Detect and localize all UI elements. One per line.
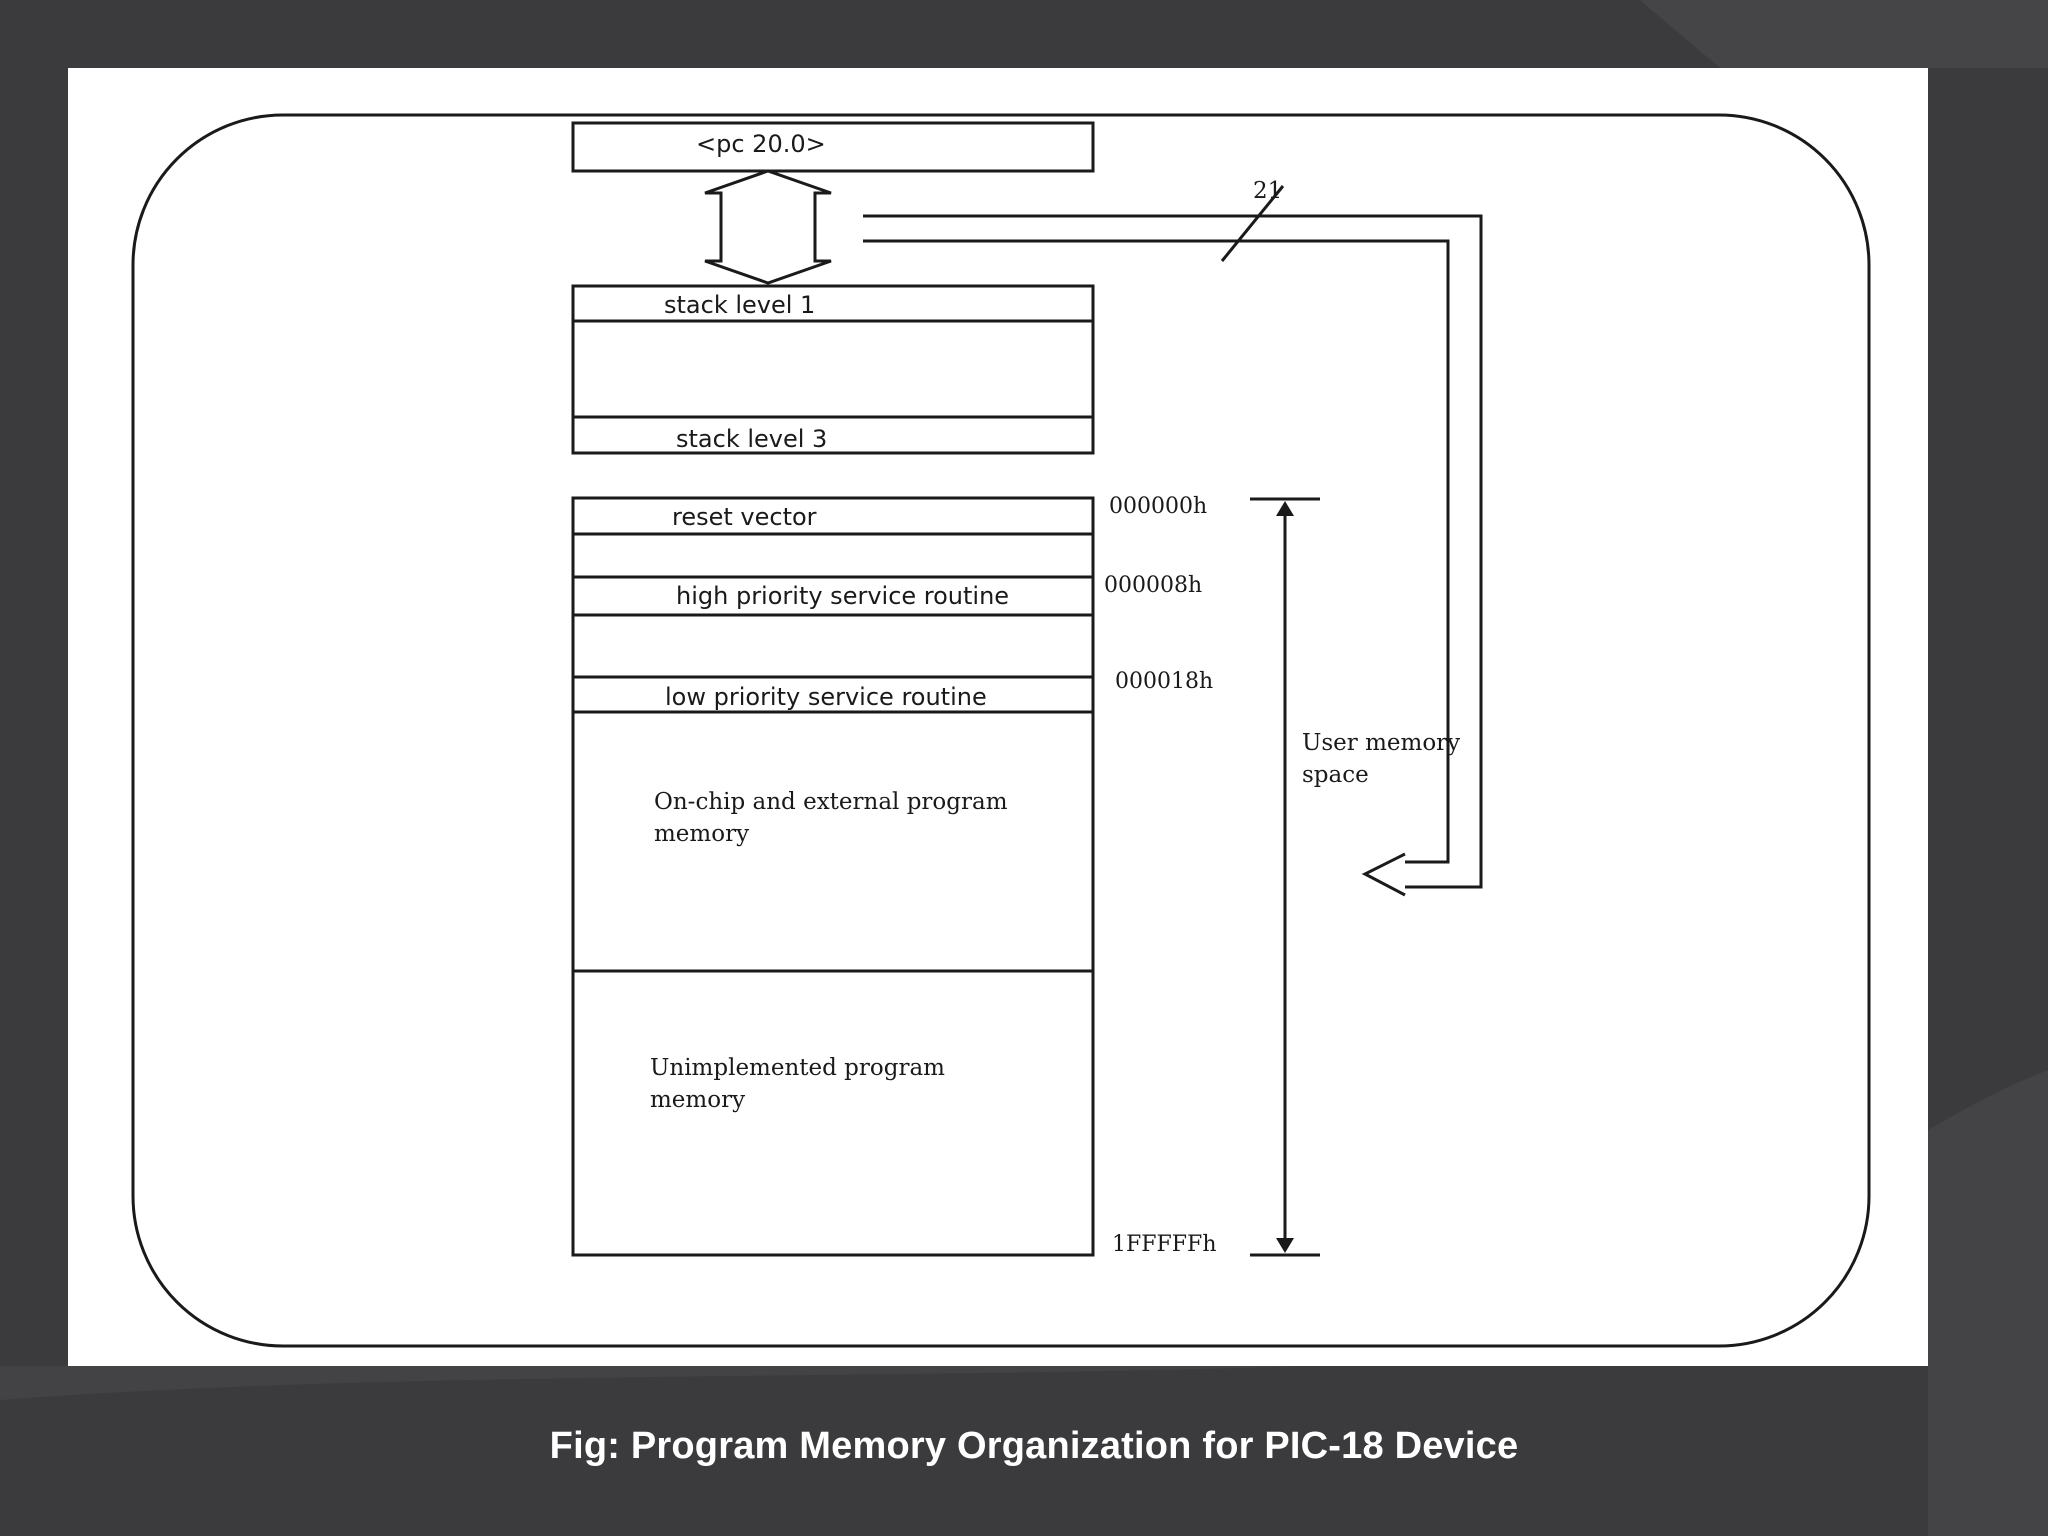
onchip-memory-label-line2: memory xyxy=(654,821,749,847)
address-low-priority: 000018h xyxy=(1115,669,1213,694)
bus-inner-line xyxy=(863,239,1450,864)
bus-arrowhead xyxy=(1361,852,1406,897)
background-swoosh-top xyxy=(1640,0,2048,68)
low-priority-label: low priority service routine xyxy=(665,683,987,711)
bus-width-slash xyxy=(1220,185,1285,262)
diagram-panel: <pc 20.0> 21 stack level 1 stack level 3… xyxy=(68,68,1928,1366)
bus-width-label: 21 xyxy=(1253,178,1282,204)
program-memory-block xyxy=(571,496,1095,1257)
stack-level-1-label: stack level 1 xyxy=(664,291,815,319)
unimplemented-memory-label-line2: memory xyxy=(650,1087,745,1113)
bus-outer-line xyxy=(863,214,1483,889)
stack-level-3-label: stack level 3 xyxy=(676,425,827,453)
memory-diagram: <pc 20.0> 21 stack level 1 stack level 3… xyxy=(131,113,1871,1348)
user-memory-label-line1: User memory xyxy=(1302,730,1460,756)
background-swoosh-bottom xyxy=(0,1366,1300,1400)
background-swoosh-right xyxy=(1928,1070,2048,1536)
stack-block xyxy=(571,284,1095,455)
address-end: 1FFFFFh xyxy=(1112,1232,1217,1257)
unimplemented-memory-label-line1: Unimplemented program xyxy=(650,1055,945,1081)
address-reset: 000000h xyxy=(1109,494,1207,519)
high-priority-label: high priority service routine xyxy=(676,582,1009,610)
pc-register-label: <pc 20.0> xyxy=(696,130,826,158)
user-memory-label-line2: space xyxy=(1302,762,1369,788)
figure-caption: Fig: Program Memory Organization for PIC… xyxy=(549,1425,1519,1467)
diagram-frame xyxy=(131,113,1871,1348)
onchip-memory-label-line1: On-chip and external program xyxy=(654,789,1008,815)
address-high-priority: 000008h xyxy=(1104,573,1202,598)
pc-register-box xyxy=(571,121,1095,173)
range-arrow-up xyxy=(1276,501,1294,516)
reset-vector-label: reset vector xyxy=(672,503,817,531)
pc-stack-double-arrow xyxy=(704,169,832,285)
range-arrow-down xyxy=(1276,1238,1294,1253)
